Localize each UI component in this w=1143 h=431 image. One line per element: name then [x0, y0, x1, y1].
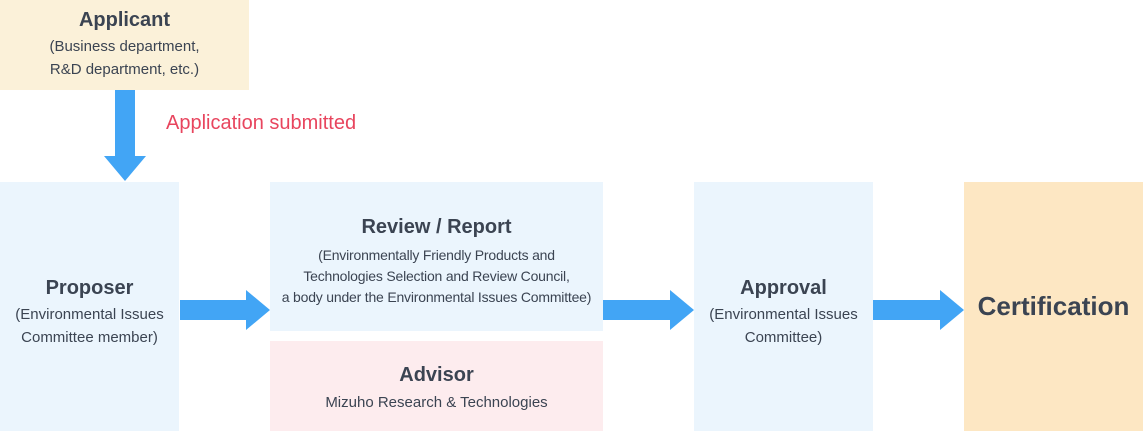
advisor-title: Advisor — [399, 364, 474, 386]
approval-title: Approval — [740, 276, 827, 299]
proposer-box: Proposer (Environmental Issues Committee… — [0, 182, 179, 431]
review-report-box: Review / Report (Environmentally Friendl… — [270, 182, 603, 331]
approval-subtitle: (Environmental Issues Committee) — [709, 305, 858, 346]
review-title: Review / Report — [361, 216, 512, 238]
arrow-right-icon — [180, 290, 270, 330]
proposer-subtitle: (Environmental Issues Committee member) — [15, 305, 164, 346]
applicant-box: Applicant (Business department, R&D depa… — [0, 0, 249, 90]
advisor-box: Advisor Mizuho Research & Technologies — [270, 341, 603, 431]
certification-box: Certification — [964, 182, 1143, 431]
applicant-title: Applicant — [78, 9, 171, 31]
approval-box: Approval (Environmental Issues Committee… — [694, 182, 873, 431]
arrow-right-icon — [873, 290, 964, 330]
applicant-subtitle: (Business department, R&D department, et… — [49, 38, 200, 78]
proposer-title: Proposer — [45, 276, 134, 299]
application-submitted-label: Application submitted — [166, 112, 357, 134]
review-subtitle: (Environmentally Friendly Products and T… — [281, 247, 592, 305]
certification-title: Certification — [977, 291, 1130, 321]
arrow-down-icon — [104, 90, 146, 181]
advisor-subtitle: Mizuho Research & Technologies — [325, 394, 548, 411]
arrow-right-icon — [603, 290, 694, 330]
